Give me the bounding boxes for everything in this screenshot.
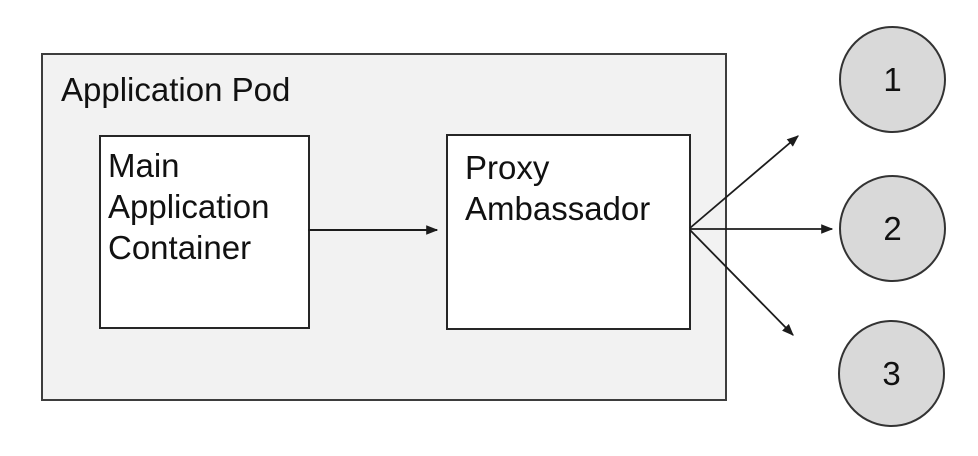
application-pod-group: Application Pod Main Application Contain… xyxy=(41,53,727,401)
endpoint-circle-2: 2 xyxy=(839,175,946,282)
endpoint-1-label: 1 xyxy=(883,60,902,98)
endpoint-3-label: 3 xyxy=(882,354,901,392)
endpoint-circle-1: 1 xyxy=(839,26,946,133)
node-main-label: Main Application Container xyxy=(108,147,270,266)
endpoint-circle-3: 3 xyxy=(838,320,945,427)
node-main-application-container: Main Application Container xyxy=(99,135,310,329)
application-pod-label: Application Pod xyxy=(61,71,291,108)
node-proxy-label: Proxy Ambassador xyxy=(465,149,651,227)
node-proxy-ambassador: Proxy Ambassador xyxy=(446,134,691,330)
endpoint-2-label: 2 xyxy=(883,209,902,247)
